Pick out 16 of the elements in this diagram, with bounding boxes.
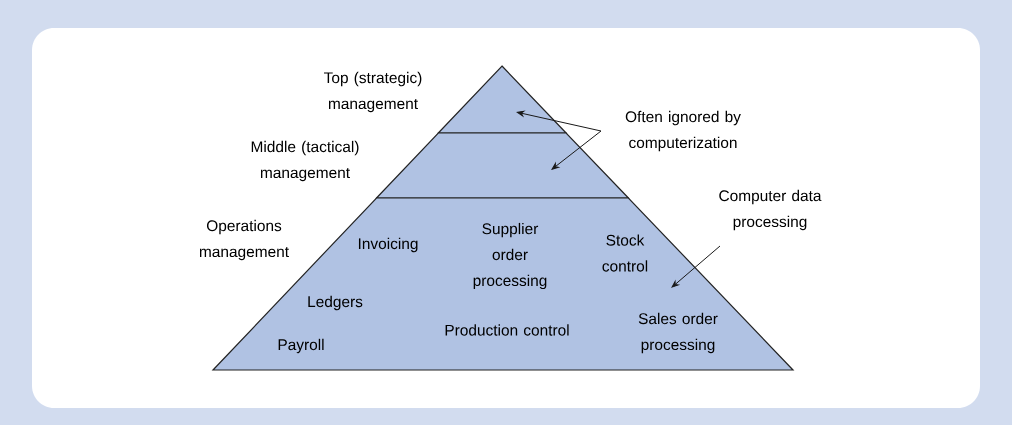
arrow [516,110,602,132]
level-label: Operations management [199,219,289,261]
task-label: Invoicing [358,237,418,253]
level-label: Middle (tactical) management [251,140,359,182]
task-label: Ledgers [308,295,363,311]
annotation-text: Often ignored by computerization [625,110,741,152]
annotation-text: Computer data processing [719,189,822,231]
task-label: Production control [445,324,569,336]
task-label: Sales order processing [638,312,718,354]
arrow [551,130,602,170]
task-label: Stock control [602,234,648,272]
task-label: Payroll [278,338,324,354]
task-label: Supplier order processing [473,222,547,290]
pyramid-middle-layer [375,132,630,199]
level-label: Top (strategic) management [324,71,422,113]
arrow [671,245,721,288]
